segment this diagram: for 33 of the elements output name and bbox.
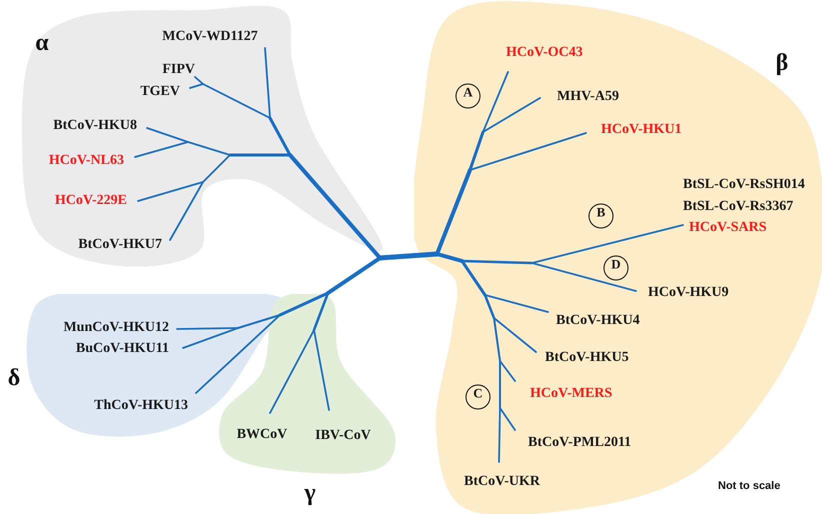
species-label: ThCoV-HKU13 [94,397,188,415]
species-label: HCoV-229E [54,192,127,210]
subgroup-marker: C [466,384,490,410]
species-label: BtCoV-UKR [464,473,540,491]
species-label: HCoV-MERS [530,385,612,403]
subgroup-marker: D [604,256,628,280]
species-label: TGEV [140,83,180,101]
clade-label: β [776,50,788,76]
clade-label: γ [304,480,316,506]
species-label: HCoV-HKU9 [648,284,729,302]
species-label: FIPV [162,61,195,79]
species-label: MCoV-WD1127 [162,28,258,46]
species-label: MHV-A59 [557,88,619,106]
subgroup-marker: B [588,204,614,228]
note-text: Not to scale [718,480,780,492]
species-label: HCoV-HKU1 [601,121,682,139]
species-label: MunCoV-HKU12 [63,319,169,337]
species-label: HCoV-SARS [689,219,767,237]
species-label: BtSL-CoV-RsSH014 [683,176,805,194]
species-label: HCoV-OC43 [506,44,583,62]
species-label: BtCoV-HKU8 [53,117,137,135]
species-label: BWCoV [236,426,288,444]
species-label: IBV-CoV [315,427,371,445]
species-label: BtCoV-HKU4 [556,312,640,330]
species-label: BtCoV-HKU7 [78,236,162,254]
subgroup-marker: A [456,84,480,108]
species-label: BtCoV-HKU5 [545,349,629,367]
clade-label: δ [8,365,20,391]
species-label: BtCoV-PML2011 [528,434,632,452]
species-label: HCoV-NL63 [48,152,124,170]
species-label: BuCoV-HKU11 [76,340,169,358]
species-label: BtSL-CoV-Rs3367 [683,198,794,216]
clade-label: α [35,30,49,56]
